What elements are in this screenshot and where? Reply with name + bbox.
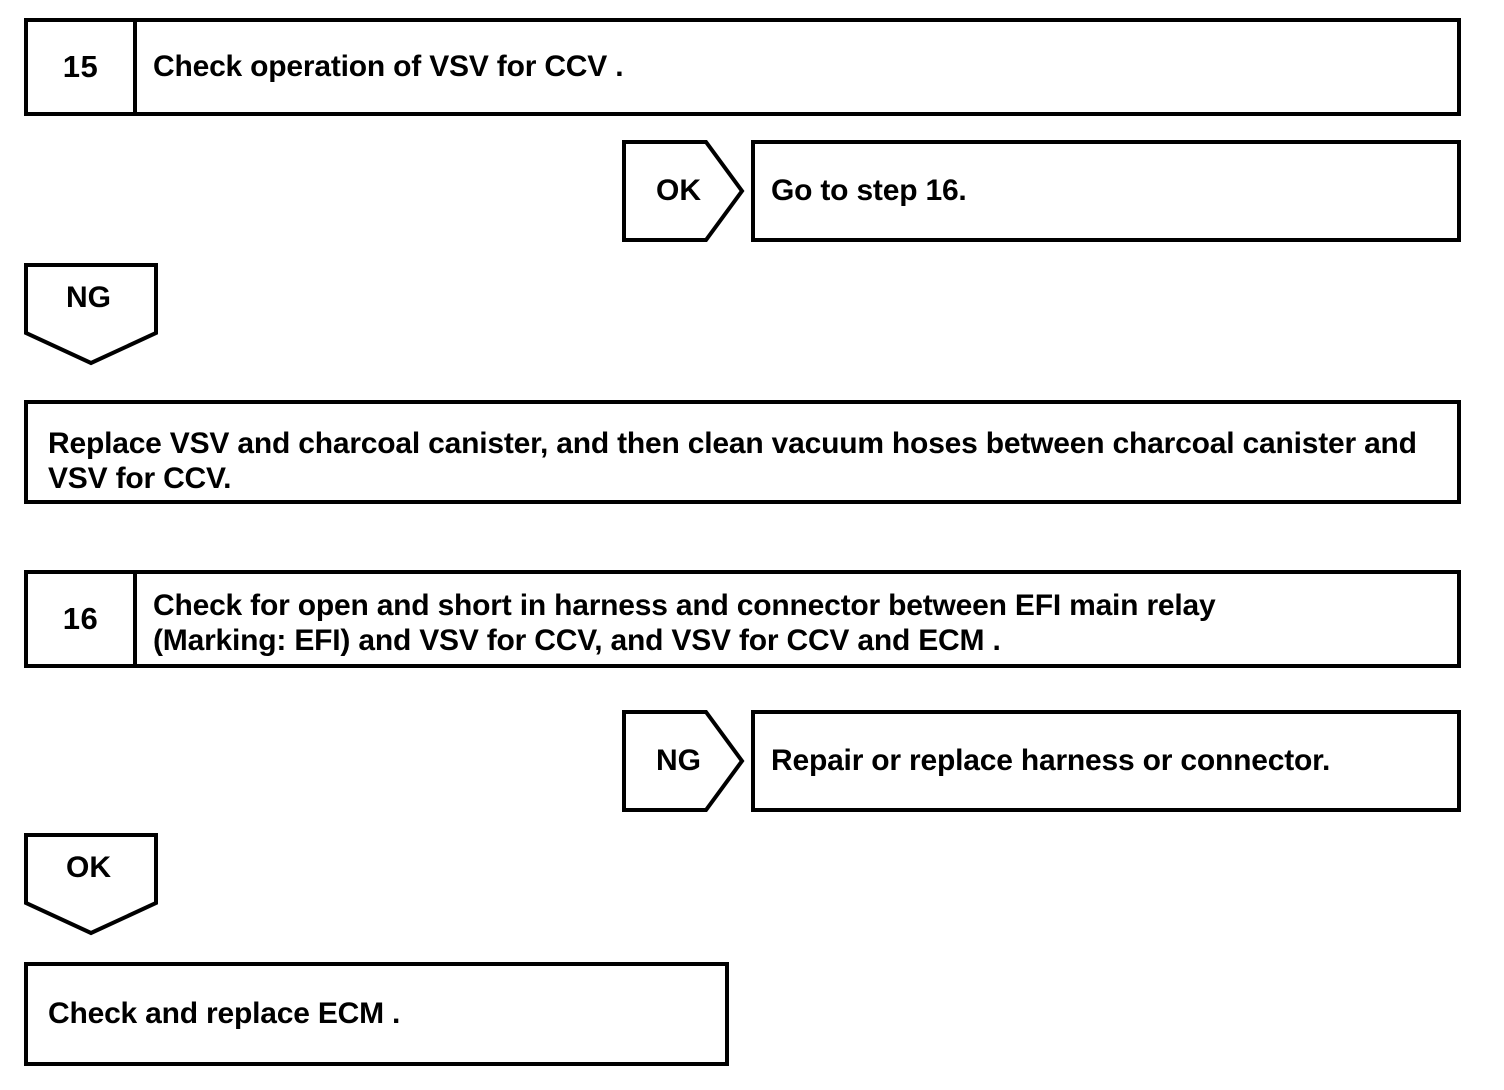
- branch-ng-step16-action-text: Repair or replace harness or connector.: [771, 744, 1331, 778]
- branch-ok-step15-action-box: Go to step 16.: [751, 140, 1461, 242]
- branch-ok-step15-tag: OK: [622, 140, 745, 242]
- branch-ok-step16-action-text: Check and replace ECM .: [48, 997, 401, 1031]
- step-15-number: 15: [28, 22, 137, 112]
- pentagon-right-icon: [622, 140, 745, 242]
- step-15-body: Check operation of VSV for CCV .: [137, 22, 1457, 112]
- step-16-instruction: Check for open and short in harness and …: [153, 589, 1216, 658]
- branch-ng-step15-tag: NG: [24, 263, 158, 366]
- pentagon-down-icon: [24, 833, 158, 936]
- branch-ng-step16-tag: NG: [622, 710, 745, 812]
- step-15-instruction: Check operation of VSV for CCV .: [153, 50, 624, 84]
- step-16-body: Check for open and short in harness and …: [137, 574, 1457, 664]
- branch-ng-step16-action-body: Repair or replace harness or connector.: [755, 714, 1457, 808]
- branch-ng-step15-action-text: Replace VSV and charcoal canister, and t…: [48, 427, 1417, 496]
- branch-ng-step15-action-box: Replace VSV and charcoal canister, and t…: [24, 400, 1461, 504]
- branch-ok-step15-action-body: Go to step 16.: [755, 144, 1457, 238]
- branch-ok-step16-action-box: Check and replace ECM .: [24, 962, 729, 1066]
- branch-ng-step16-action-box: Repair or replace harness or connector.: [751, 710, 1461, 812]
- branch-ok-step15-action-text: Go to step 16.: [771, 174, 967, 208]
- step-15-box: 15 Check operation of VSV for CCV .: [24, 18, 1461, 116]
- pentagon-down-icon: [24, 263, 158, 366]
- branch-ok-step16-action-body: Check and replace ECM .: [28, 966, 725, 1062]
- branch-ok-step16-tag: OK: [24, 833, 158, 936]
- pentagon-right-icon: [622, 710, 745, 812]
- step-16-number: 16: [28, 574, 137, 664]
- step-16-box: 16 Check for open and short in harness a…: [24, 570, 1461, 668]
- branch-ng-step15-action-body: Replace VSV and charcoal canister, and t…: [28, 404, 1457, 500]
